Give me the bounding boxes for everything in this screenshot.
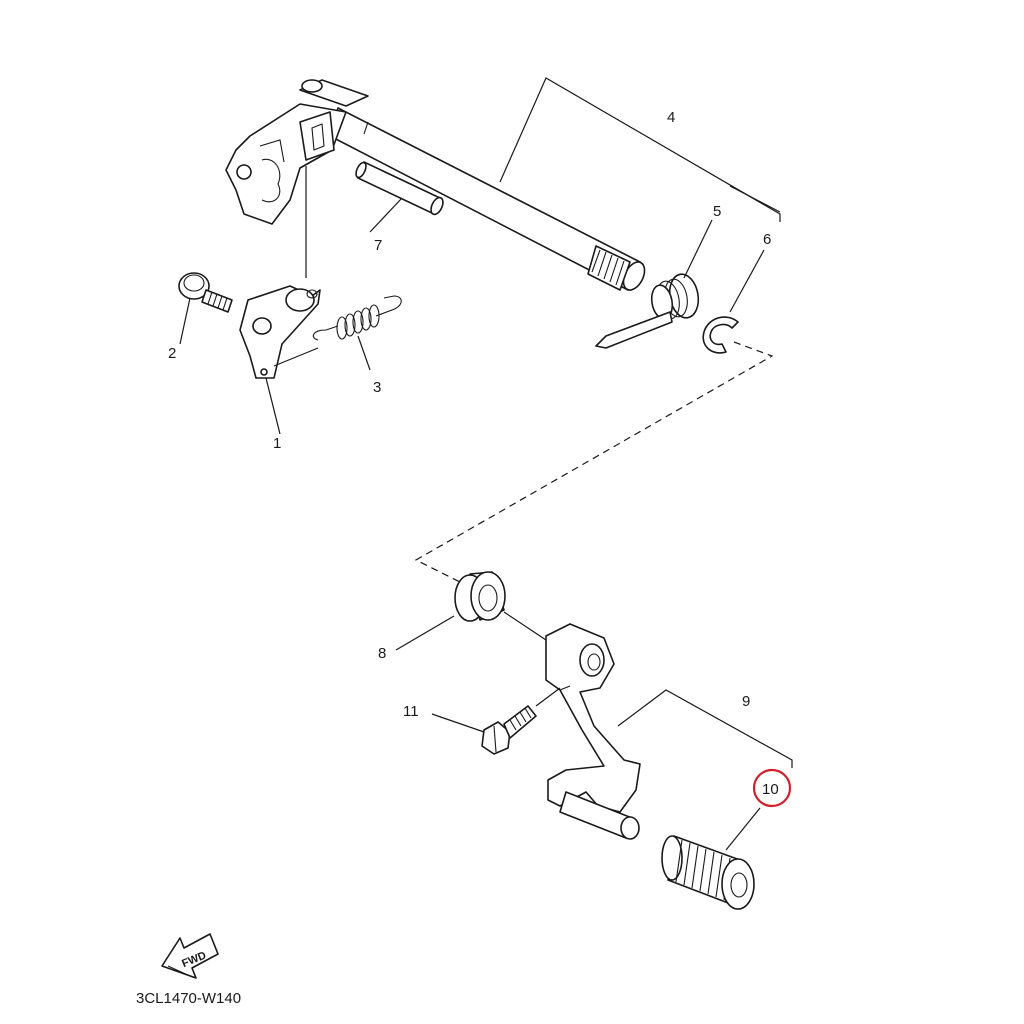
circlip bbox=[702, 316, 739, 354]
connection-dashed-line bbox=[414, 341, 774, 583]
callout-7: 7 bbox=[374, 237, 382, 254]
pin bbox=[355, 161, 444, 216]
shift-shaft bbox=[225, 79, 646, 291]
bolt bbox=[481, 705, 537, 755]
callout-10: 10 bbox=[762, 781, 779, 798]
callout-6: 6 bbox=[763, 231, 771, 248]
leader-lines bbox=[179, 77, 793, 851]
torsion-spring bbox=[595, 273, 700, 349]
callout-4: 4 bbox=[667, 109, 675, 126]
callout-5: 5 bbox=[713, 203, 721, 220]
fwd-arrow-icon: FWD bbox=[161, 933, 219, 979]
callout-9: 9 bbox=[742, 693, 750, 710]
screw bbox=[178, 272, 233, 313]
oil-seal bbox=[454, 571, 506, 622]
tension-spring bbox=[312, 295, 402, 341]
callouts: 1 2 3 4 5 6 7 8 9 10 11 bbox=[168, 109, 792, 808]
reference-code: 3CL1470-W140 bbox=[136, 990, 241, 1007]
callout-8: 8 bbox=[378, 645, 386, 662]
highlight-circle bbox=[752, 768, 792, 808]
callout-11: 11 bbox=[403, 703, 419, 720]
shift-pedal bbox=[545, 623, 641, 840]
callout-1: 1 bbox=[273, 435, 281, 452]
callout-3: 3 bbox=[373, 379, 381, 396]
stopper-lever bbox=[239, 285, 321, 379]
callout-2: 2 bbox=[168, 345, 176, 362]
pedal-rubber bbox=[661, 835, 755, 910]
